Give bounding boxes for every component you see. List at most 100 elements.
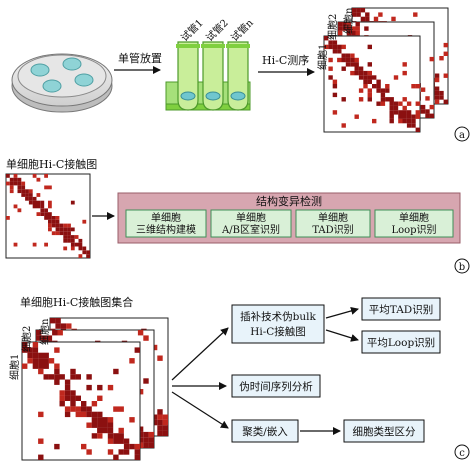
contact-cell <box>332 79 338 84</box>
contact-cell <box>425 109 430 114</box>
contact-cell <box>346 22 352 27</box>
cell-label-c-2: 细胞2 <box>20 326 33 352</box>
contact-cell <box>352 12 357 17</box>
contact-cell <box>385 97 390 102</box>
contact-cell <box>74 235 79 239</box>
clustering-label: 聚类/嵌入 <box>242 425 288 438</box>
contact-cell <box>82 250 87 255</box>
contact-cell <box>341 57 346 63</box>
contact-cell <box>28 196 33 201</box>
contact-cell <box>43 363 49 369</box>
contact-cell <box>64 379 71 385</box>
contact-cell <box>97 417 103 423</box>
contact-cell <box>25 189 29 194</box>
contact-cell <box>36 330 42 336</box>
contact-cell <box>97 395 103 401</box>
contact-cell <box>32 347 39 353</box>
contact-cell <box>398 101 403 106</box>
contact-cell <box>367 44 372 50</box>
clustering-box <box>231 419 299 443</box>
contact-cell <box>415 101 420 106</box>
contact-cell <box>91 422 98 428</box>
arrow-label-hic-seq: Hi-C测序 <box>262 53 309 67</box>
contact-cell <box>70 395 76 401</box>
contact-cell <box>434 77 440 83</box>
contact-cell <box>137 437 144 443</box>
contact-cell <box>86 422 92 428</box>
contact-cell <box>9 177 14 182</box>
contact-cell <box>389 110 394 115</box>
contact-cell <box>415 127 420 132</box>
contact-cell <box>434 73 440 78</box>
contact-cell <box>107 422 114 428</box>
contact-cell <box>59 231 64 236</box>
panel-a-letter: a <box>459 130 465 141</box>
contact-cell <box>6 181 10 186</box>
panel-c-letter: c <box>459 448 465 459</box>
contact-cell <box>342 26 347 31</box>
contact-cell <box>44 185 48 190</box>
tube-label-n: 试管n <box>228 16 256 44</box>
contact-cell <box>86 250 90 255</box>
contact-cell <box>123 438 130 444</box>
contact-cell <box>32 200 37 205</box>
contact-cell <box>43 352 49 359</box>
contact-cell <box>43 374 49 380</box>
contact-cell <box>406 123 412 128</box>
contact-cell <box>411 123 416 128</box>
hic-map-set-cell-1 <box>21 341 141 461</box>
contact-cell <box>337 49 342 54</box>
contact-cell <box>81 411 87 418</box>
contact-cell <box>13 174 18 178</box>
method-box-ab: 单细胞 A/B区室识别 <box>210 209 292 238</box>
contact-cell <box>354 57 359 63</box>
contact-cell <box>443 99 448 104</box>
contact-cell <box>380 97 386 102</box>
contact-cell <box>70 374 76 380</box>
contact-cell <box>411 118 416 124</box>
panel-b-marker <box>454 258 470 274</box>
contact-cell <box>51 223 56 228</box>
contact-cell <box>70 238 75 243</box>
contact-cell <box>102 422 108 428</box>
contact-cell <box>324 36 329 41</box>
contact-cell <box>51 216 56 220</box>
contact-cell <box>360 8 366 13</box>
contact-cell <box>48 212 52 216</box>
contact-cell <box>346 30 352 36</box>
contact-cell <box>51 231 56 236</box>
contact-cell <box>52 330 58 336</box>
cell-type-label: 细胞类型区分 <box>353 425 416 438</box>
contact-cell <box>70 406 76 412</box>
contact-cell <box>342 22 347 27</box>
contact-cell <box>113 438 119 444</box>
contact-cell <box>55 219 60 224</box>
contact-cell <box>134 443 140 450</box>
contact-cell <box>48 223 52 228</box>
tube-label-2: 试管2 <box>203 16 231 44</box>
contact-cell <box>143 378 149 384</box>
contact-cell <box>337 57 342 63</box>
contact-cell <box>51 219 56 224</box>
contact-cell <box>38 363 44 369</box>
contact-cell <box>78 254 83 258</box>
contact-cell <box>429 104 434 110</box>
contact-cell <box>28 193 33 197</box>
contact-cell <box>345 62 351 67</box>
contact-cell <box>338 26 343 31</box>
contact-cell <box>81 401 87 407</box>
contact-cell <box>86 449 92 455</box>
contact-cell <box>354 70 359 76</box>
contact-cell <box>402 114 407 119</box>
contact-cell <box>332 49 338 54</box>
contact-cell <box>70 235 75 239</box>
contact-cell <box>157 355 163 361</box>
contact-cell <box>17 185 22 190</box>
contact-cell <box>367 75 372 80</box>
contact-cell <box>328 44 333 50</box>
contact-cell <box>373 16 379 22</box>
contact-cell <box>332 110 338 115</box>
contact-cell <box>6 216 10 220</box>
contact-cell <box>55 231 60 236</box>
contact-cell <box>355 30 360 36</box>
